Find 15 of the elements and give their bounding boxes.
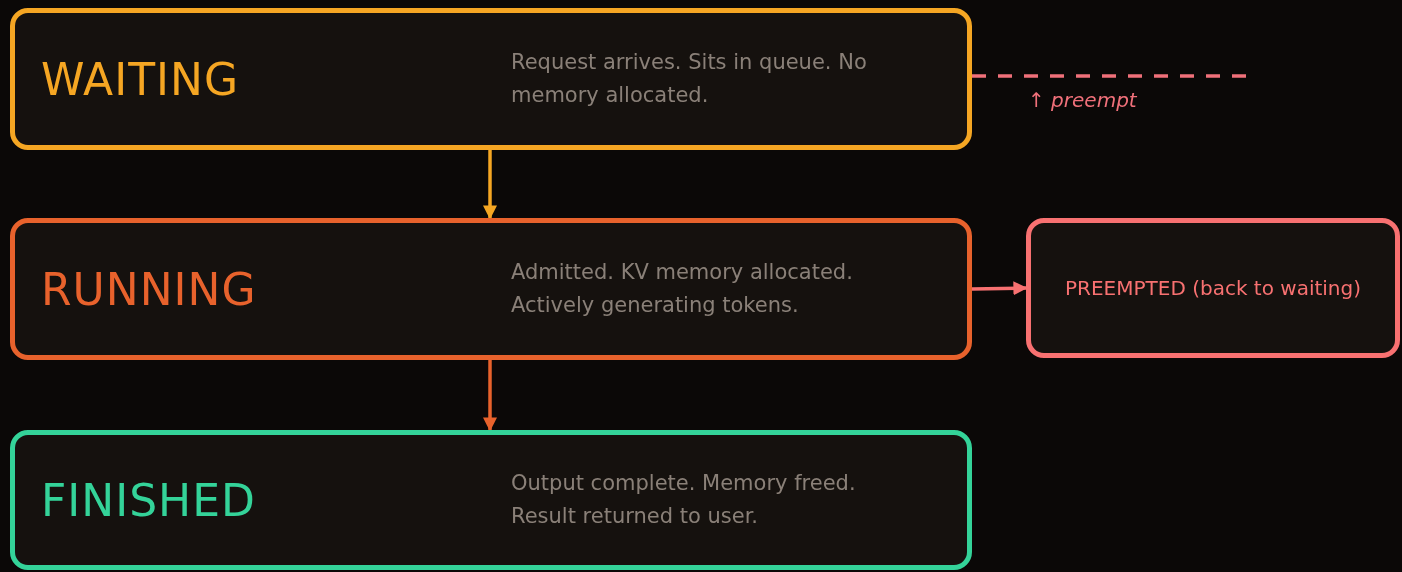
state-description: Admitted. KV memory allocated. Actively generating tokens. (511, 259, 854, 319)
state-description: Output complete. Memory freed. Result returned to user. (511, 470, 857, 530)
state-box (10, 430, 972, 570)
state-description: Request arrives. Sits in queue. No memory allocated. (511, 49, 868, 109)
state-box (1026, 218, 1400, 358)
state-box (10, 8, 972, 150)
state-title: WAITING (41, 53, 240, 105)
state-box (10, 218, 972, 360)
state-title: FINISHED (41, 474, 256, 526)
state-title: RUNNING (41, 263, 257, 315)
state-label: PREEMPTED (back to waiting) (1064, 274, 1362, 302)
arrow (483, 360, 497, 432)
arrow (971, 281, 1028, 296)
arrow (483, 150, 497, 220)
edge-label: ↑ preempt (1028, 88, 1137, 112)
